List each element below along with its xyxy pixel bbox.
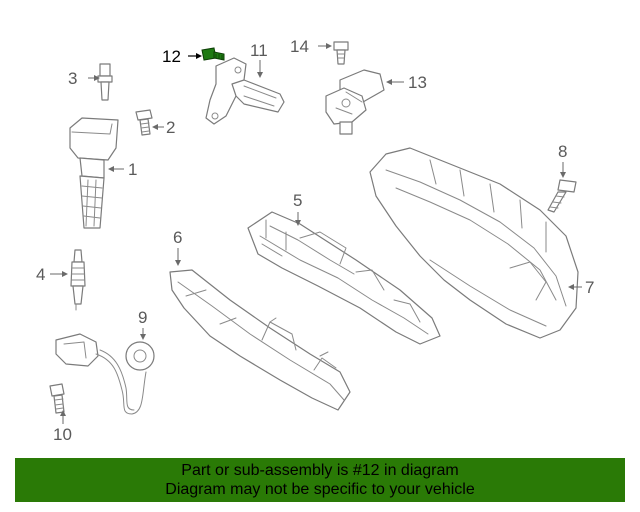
callout-2: 2 — [166, 118, 175, 137]
part-12-bolt — [201, 47, 225, 61]
part-4-spark-plug — [70, 249, 86, 311]
part-1-ignition-coil — [69, 117, 119, 229]
part-9-knock-sensor — [55, 333, 155, 415]
callout-labels: 1 2 3 4 5 6 7 8 9 10 11 12 13 14 — [36, 37, 594, 444]
callout-14: 14 — [290, 37, 309, 56]
banner-line-2: Diagram may not be specific to your vehi… — [165, 481, 475, 498]
callout-7: 7 — [585, 278, 594, 297]
callout-6: 6 — [173, 228, 182, 247]
parts-diagram: 1 2 3 4 5 6 7 8 9 10 11 12 13 14 — [36, 37, 594, 444]
callout-12: 12 — [162, 47, 181, 66]
callout-13: 13 — [408, 73, 427, 92]
part-11-sensor — [205, 57, 285, 125]
part-6-bracket — [169, 269, 351, 411]
callout-1: 1 — [128, 160, 137, 179]
part-10-bolt — [49, 383, 65, 414]
callout-9: 9 — [138, 308, 147, 327]
callout-11: 11 — [250, 41, 268, 60]
callout-4: 4 — [36, 265, 45, 284]
part-5-module — [247, 211, 441, 345]
part-13-sensor — [325, 69, 385, 135]
part-8-bolt — [547, 179, 577, 213]
part-3-stud — [97, 63, 113, 101]
part-7-cover — [369, 147, 579, 339]
callout-8: 8 — [558, 142, 567, 161]
callout-10: 10 — [53, 425, 72, 444]
banner-line-1: Part or sub-assembly is #12 in diagram — [181, 462, 459, 479]
info-banner: Part or sub-assembly is #12 in diagram D… — [15, 458, 625, 502]
leader-lines — [50, 43, 582, 424]
part-2-bolt — [135, 109, 153, 136]
part-14-screw — [333, 41, 349, 65]
callout-3: 3 — [68, 69, 77, 88]
callout-5: 5 — [293, 191, 302, 210]
